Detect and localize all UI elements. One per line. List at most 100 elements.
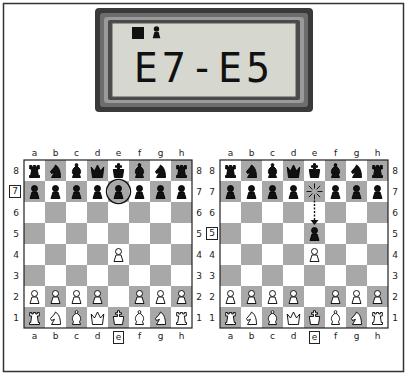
board-square	[66, 244, 87, 265]
move-origin-star	[309, 194, 313, 198]
board-square	[24, 265, 45, 286]
board-square	[283, 223, 304, 244]
boxed-file: e	[309, 331, 321, 344]
coordinate-label: g	[354, 148, 360, 158]
board-square	[346, 202, 367, 223]
chess-piece	[268, 186, 277, 199]
chess-piece	[51, 291, 60, 304]
coordinate-label: 3	[196, 271, 202, 281]
board-square	[325, 202, 346, 223]
coordinate-label: 5	[392, 229, 398, 239]
board-square	[129, 307, 150, 328]
coordinate-label: c	[74, 148, 79, 158]
board-square	[66, 223, 87, 244]
board-square	[171, 181, 192, 202]
move-origin-star	[318, 191, 323, 192]
board-square	[367, 265, 388, 286]
board-square	[304, 181, 325, 202]
highlight-circle	[107, 180, 131, 204]
chess-piece	[93, 186, 102, 199]
board-square	[108, 307, 129, 328]
coordinate-label: a	[32, 331, 38, 341]
chess-board	[220, 160, 388, 328]
coordinate-label: 3	[392, 271, 398, 281]
board-square	[220, 244, 241, 265]
coordinate-label: d	[95, 148, 101, 158]
boxed-rank: 7	[9, 185, 21, 198]
chess-piece	[135, 186, 144, 199]
board-square	[367, 286, 388, 307]
board-square	[87, 307, 108, 328]
board-square	[304, 265, 325, 286]
chess-piece	[310, 228, 319, 241]
board-square	[129, 286, 150, 307]
chess-piece	[373, 186, 382, 199]
board-square	[24, 202, 45, 223]
chess-piece	[331, 186, 340, 199]
board-square	[108, 160, 129, 181]
coordinate-label: h	[375, 331, 381, 341]
chess-piece	[331, 164, 339, 178]
board-square	[150, 307, 171, 328]
board-square	[220, 202, 241, 223]
chess-board	[24, 160, 192, 328]
chess-piece	[91, 312, 104, 325]
coordinate-label: 4	[392, 250, 398, 260]
coordinate-label: 3	[209, 271, 215, 281]
board-square	[304, 286, 325, 307]
coordinate-label: c	[270, 331, 275, 341]
board-square	[241, 307, 262, 328]
chess-piece	[352, 291, 361, 304]
board-square	[45, 307, 66, 328]
board-square	[241, 244, 262, 265]
coordinate-label: h	[179, 148, 185, 158]
board-border	[220, 160, 388, 328]
board-square	[66, 286, 87, 307]
coordinate-label: e	[312, 332, 318, 343]
coordinate-label: d	[291, 331, 297, 341]
board-square	[87, 160, 108, 181]
board-square	[45, 202, 66, 223]
board-square	[150, 223, 171, 244]
board-square	[220, 181, 241, 202]
black-to-move-icon	[132, 27, 144, 39]
coordinate-label: c	[270, 148, 275, 158]
board-square	[283, 244, 304, 265]
move-origin-star	[314, 184, 315, 189]
coordinate-label: d	[291, 148, 297, 158]
board-square	[220, 160, 241, 181]
board-square	[66, 307, 87, 328]
board-square	[304, 244, 325, 265]
coordinate-label: a	[228, 331, 234, 341]
chess-piece	[72, 164, 80, 178]
coordinate-label: f	[138, 148, 141, 158]
chess-piece	[247, 312, 257, 325]
boxed-rank: 5	[206, 227, 218, 240]
chess-piece	[289, 291, 298, 304]
chess-piece	[72, 186, 81, 199]
chess-piece	[331, 311, 339, 325]
chess-piece	[114, 249, 123, 262]
board-square	[171, 202, 192, 223]
lcd-move-text: E7-E5	[134, 46, 274, 90]
chess-piece	[114, 186, 123, 199]
board-square	[367, 223, 388, 244]
coordinate-label: b	[249, 331, 255, 341]
board-square	[171, 286, 192, 307]
chess-piece	[156, 291, 165, 304]
board-square	[45, 286, 66, 307]
chess-piece	[93, 291, 102, 304]
board-border	[24, 160, 192, 328]
chess-piece	[289, 186, 298, 199]
board-square	[346, 244, 367, 265]
chess-piece	[30, 291, 39, 304]
coordinate-label: b	[53, 148, 59, 158]
coordinate-label: 8	[196, 166, 202, 176]
coordinate-label: e	[312, 148, 318, 158]
coordinate-label: 2	[13, 292, 19, 302]
board-square	[66, 160, 87, 181]
chess-piece	[113, 311, 123, 325]
chess-piece	[247, 291, 256, 304]
lcd-bezel	[95, 8, 313, 112]
chess-piece	[373, 291, 382, 304]
